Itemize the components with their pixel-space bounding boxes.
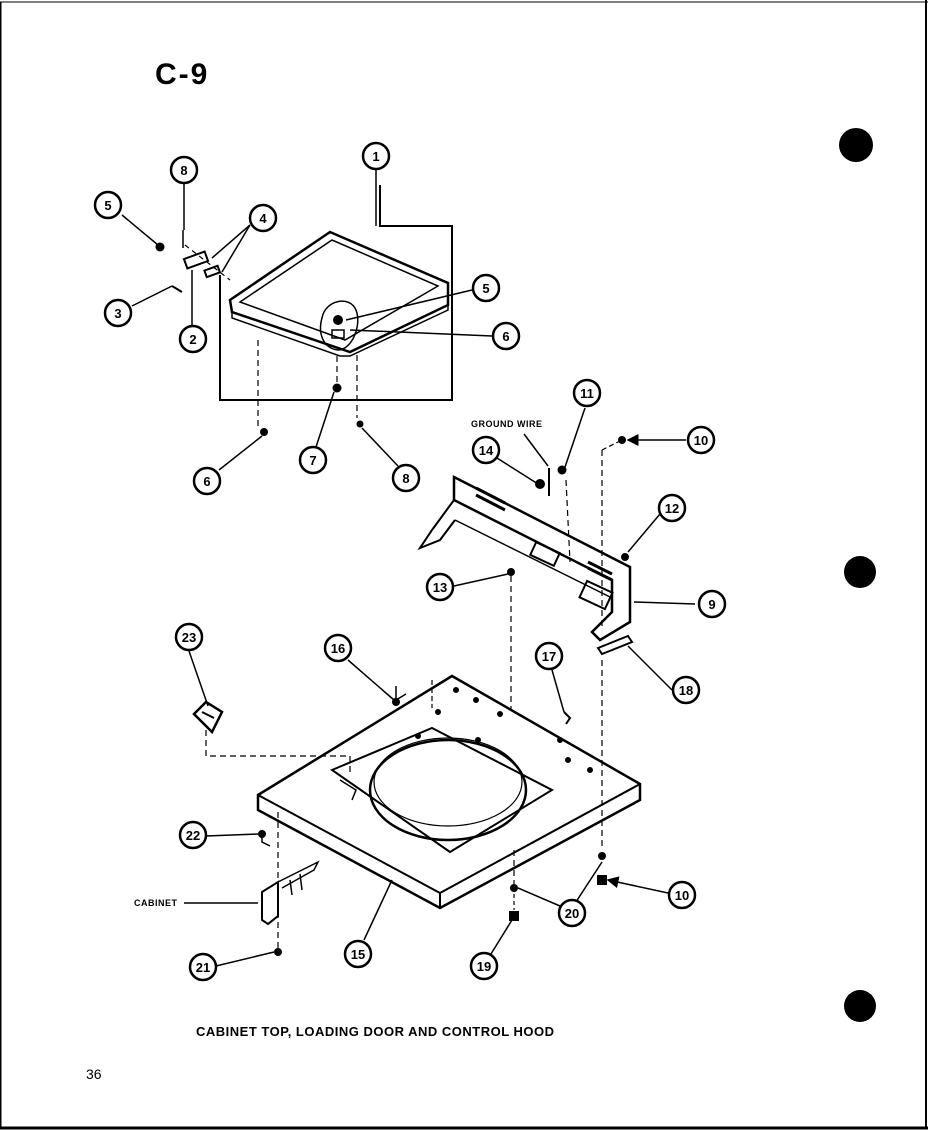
svg-text:2: 2 (189, 332, 196, 347)
svg-text:12: 12 (665, 501, 679, 516)
callout-2: 2 (178, 324, 208, 354)
ground-wire-label: GROUND WIRE (471, 419, 543, 429)
callout-11: 11 (572, 378, 602, 408)
cabinet-top-assembly (192, 660, 642, 956)
svg-text:3: 3 (114, 306, 121, 321)
svg-text:17: 17 (542, 649, 556, 664)
callout-16: 16 (323, 633, 353, 663)
binder-holes (839, 128, 876, 1022)
svg-text:7: 7 (309, 453, 316, 468)
svg-text:14: 14 (479, 443, 494, 458)
callout-14: 14 (471, 435, 501, 465)
binder-hole (839, 128, 873, 162)
loading-door-assembly (155, 185, 453, 436)
svg-text:5: 5 (482, 281, 489, 296)
page-code: C-9 (155, 58, 210, 91)
svg-text:11: 11 (580, 386, 594, 401)
callout-4: 4 (248, 203, 278, 233)
svg-text:22: 22 (186, 828, 200, 843)
callout-6-left: 6 (192, 466, 222, 496)
svg-text:6: 6 (502, 329, 509, 344)
svg-text:5: 5 (104, 198, 111, 213)
svg-text:23: 23 (182, 630, 196, 645)
callout-9: 9 (697, 589, 727, 619)
callout-18: 18 (671, 675, 701, 705)
control-hood-assembly (417, 436, 634, 716)
callout-3: 3 (103, 298, 133, 328)
svg-text:6: 6 (203, 474, 210, 489)
svg-text:10: 10 (694, 433, 708, 448)
callout-10-top: 10 (686, 425, 716, 455)
leader-lines (121, 170, 696, 967)
callout-10-bottom: 10 (667, 880, 697, 910)
svg-text:16: 16 (331, 641, 345, 656)
callout-21: 21 (188, 952, 218, 982)
callout-17: 17 (534, 641, 564, 671)
svg-text:9: 9 (708, 597, 715, 612)
callout-19: 19 (469, 951, 499, 981)
callout-8-bottom: 8 (391, 463, 421, 493)
callout-5-left: 5 (93, 190, 123, 220)
svg-text:21: 21 (196, 960, 210, 975)
callout-22: 22 (178, 820, 208, 850)
callout-7: 7 (298, 445, 328, 475)
page-number: 36 (86, 1066, 102, 1082)
cabinet-label: CABINET (134, 898, 178, 908)
svg-text:8: 8 (180, 163, 187, 178)
svg-text:10: 10 (675, 888, 689, 903)
callout-12: 12 (657, 493, 687, 523)
svg-text:13: 13 (433, 580, 447, 595)
diagram-caption: CABINET TOP, LOADING DOOR AND CONTROL HO… (196, 1024, 555, 1039)
callout-13: 13 (425, 572, 455, 602)
callout-15: 15 (343, 939, 373, 969)
svg-text:19: 19 (477, 959, 491, 974)
binder-hole (844, 556, 876, 588)
callout-bubbles: 1 8 5 4 3 2 5 6 6 7 8 11 14 10 12 13 9 2… (93, 141, 727, 982)
svg-text:20: 20 (565, 906, 579, 921)
svg-text:1: 1 (372, 149, 379, 164)
callout-1: 1 (361, 141, 391, 171)
callout-5-right: 5 (471, 273, 501, 303)
callout-23: 23 (174, 622, 204, 652)
binder-hole (844, 990, 876, 1022)
callout-6-right: 6 (491, 321, 521, 351)
callout-8-top: 8 (169, 155, 199, 185)
callout-20: 20 (557, 898, 587, 928)
svg-text:15: 15 (351, 947, 365, 962)
svg-text:4: 4 (259, 211, 267, 226)
svg-text:8: 8 (402, 471, 409, 486)
svg-text:18: 18 (679, 683, 693, 698)
